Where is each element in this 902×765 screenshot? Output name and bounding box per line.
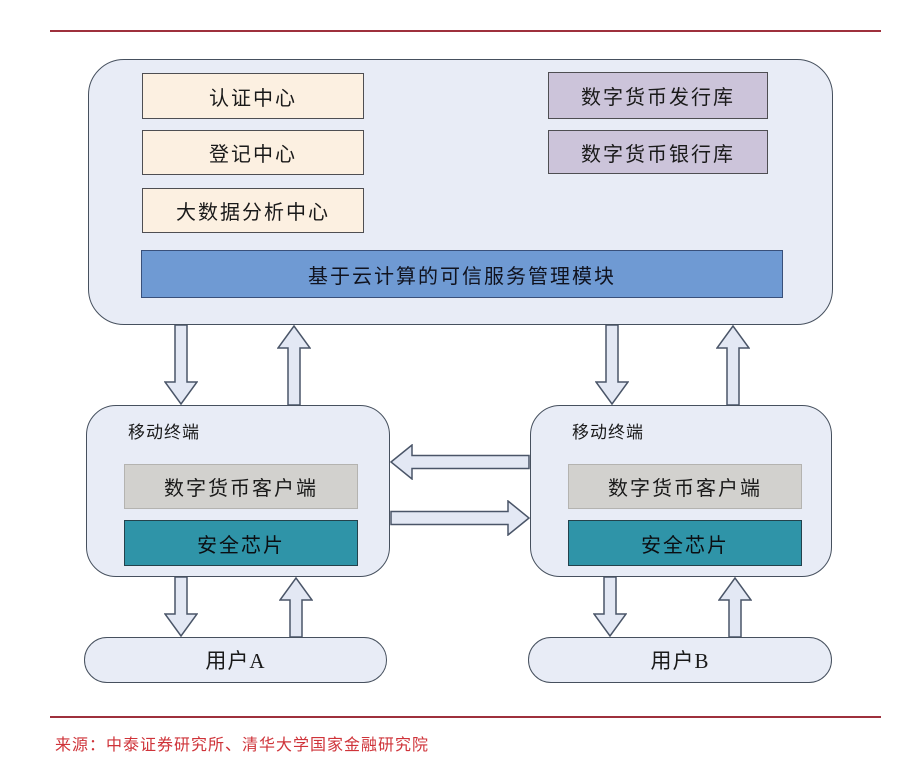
currency-bank-vault-box: 数字货币银行库	[548, 130, 768, 174]
security-chip-a-label: 安全芯片	[197, 534, 285, 557]
arrow-cloud-to-terminal-a-icon	[164, 325, 198, 405]
arrow-user-b-to-terminal-b-icon	[718, 577, 752, 637]
user-b-pill: 用户B	[528, 637, 832, 683]
top-rule	[50, 30, 881, 32]
big-data-analysis-center-box: 大数据分析中心	[142, 188, 364, 233]
trusted-service-module-bar: 基于云计算的可信服务管理模块	[141, 250, 783, 298]
registration-center-label: 登记中心	[209, 144, 297, 166]
user-b-label: 用户B	[650, 649, 710, 673]
arrow-terminal-b-to-terminal-a-icon	[390, 444, 530, 480]
mobile-terminal-a: 移动终端 数字货币客户端 安全芯片	[86, 405, 390, 577]
bottom-rule	[50, 716, 881, 718]
user-a-pill: 用户A	[84, 637, 387, 683]
currency-client-a-label: 数字货币客户端	[164, 478, 318, 500]
arrow-terminal-b-to-user-b-icon	[593, 577, 627, 637]
big-data-analysis-center-label: 大数据分析中心	[176, 202, 330, 224]
authentication-center-label: 认证中心	[209, 87, 297, 110]
currency-client-b-box: 数字货币客户端	[568, 464, 802, 509]
registration-center-box: 登记中心	[142, 130, 364, 175]
mobile-terminal-b: 移动终端 数字货币客户端 安全芯片	[530, 405, 832, 577]
security-chip-a-box: 安全芯片	[124, 520, 358, 566]
currency-bank-vault-label: 数字货币银行库	[581, 143, 735, 166]
trusted-service-module-label: 基于云计算的可信服务管理模块	[308, 265, 616, 288]
arrow-terminal-b-to-cloud-icon	[716, 325, 750, 405]
security-chip-b-label: 安全芯片	[641, 534, 729, 557]
arrow-terminal-a-to-user-a-icon	[164, 577, 198, 637]
user-a-label: 用户A	[205, 649, 266, 673]
arrow-terminal-a-to-cloud-icon	[277, 325, 311, 405]
cloud-platform-container: 认证中心 登记中心 大数据分析中心 数字货币发行库 数字货币银行库 基于云计算的…	[88, 59, 833, 325]
arrow-cloud-to-terminal-b-icon	[595, 325, 629, 405]
mobile-terminal-b-label: 移动终端	[572, 423, 644, 442]
currency-client-a-box: 数字货币客户端	[124, 464, 358, 509]
source-attribution: 来源：中泰证券研究所、清华大学国家金融研究院	[55, 737, 430, 754]
arrow-terminal-a-to-terminal-b-icon	[390, 500, 530, 536]
mobile-terminal-a-label: 移动终端	[128, 423, 200, 442]
security-chip-b-box: 安全芯片	[568, 520, 802, 566]
currency-issuance-vault-box: 数字货币发行库	[548, 72, 768, 119]
currency-issuance-vault-label: 数字货币发行库	[581, 87, 735, 109]
arrow-user-a-to-terminal-a-icon	[279, 577, 313, 637]
currency-client-b-label: 数字货币客户端	[608, 478, 762, 500]
authentication-center-box: 认证中心	[142, 73, 364, 119]
